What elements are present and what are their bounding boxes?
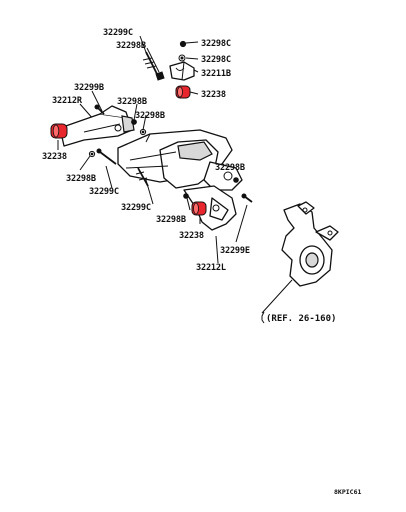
nut-32298b-center [183, 193, 189, 199]
nut-32298c [179, 40, 187, 48]
label-32298c-a: 32298C [201, 39, 231, 49]
bracket-32211b [169, 61, 195, 81]
bushing-32238-top [175, 85, 191, 99]
label-32212l: 32212L [196, 263, 226, 273]
bolt-32299e [241, 193, 253, 203]
illustration-code: 8KPIC61 [334, 488, 361, 496]
bolt-32299c-lower [135, 167, 149, 187]
label-32298b-upper-right: 32298B [135, 111, 165, 121]
label-32238-right: 32238 [179, 231, 204, 241]
washer-32298b-lower [88, 150, 96, 158]
bolt-32299b [94, 104, 105, 115]
label-32299b: 32299B [74, 83, 104, 93]
label-32212r: 32212R [52, 96, 83, 106]
label-32238-top: 32238 [201, 90, 226, 100]
label-32298b-right: 32298B [215, 163, 245, 173]
label-32298b-top: 32298B [116, 41, 146, 51]
nut-32298b-right [233, 177, 239, 183]
label-32298b-lower: 32298B [156, 215, 186, 225]
label-32211b: 32211B [201, 69, 231, 79]
label-32299c-lower-left: 32299C [89, 187, 119, 197]
bushing-32238-right [191, 201, 207, 216]
nut-32298b-a [131, 119, 137, 125]
bolt-32299c-top [142, 51, 165, 81]
label-32298b-lower-left: 32298B [66, 174, 96, 184]
arm-32212l [183, 185, 237, 231]
label-32238-left: 32238 [42, 152, 67, 162]
steering-knuckle [281, 201, 339, 287]
bolt-32299c-lower-left [96, 148, 117, 165]
arm-32212r [59, 105, 135, 147]
label-32299e: 32299E [220, 246, 250, 256]
labels: 32299C 32298B 32298C 32298C 32211B 32238… [42, 28, 250, 273]
label-32298b-mid: 32298B [117, 97, 147, 107]
bushing-32238-left [50, 123, 68, 139]
washer-32298b-b [139, 128, 147, 136]
crossmember [117, 129, 243, 191]
label-32299c-lower: 32299C [121, 203, 151, 213]
reference-label: (REF. 26-160) [266, 314, 336, 324]
label-32298c-b: 32298C [201, 55, 231, 65]
reference-note: (REF. 26-160) [261, 311, 336, 324]
washer-32298c [178, 54, 186, 62]
label-32299c-top: 32299C [103, 28, 133, 38]
